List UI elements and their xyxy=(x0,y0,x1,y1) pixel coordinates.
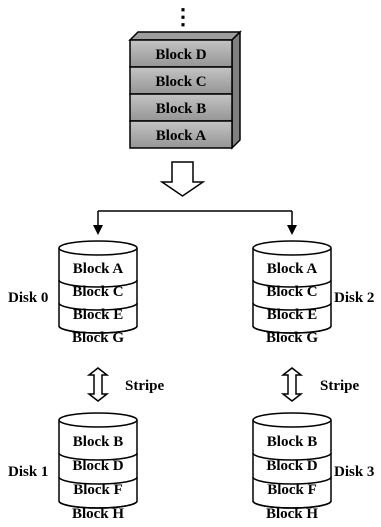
disk-block-label: Block E xyxy=(267,307,317,323)
disk-0: Block A Block C Block E Block G xyxy=(58,240,138,346)
disk-block-label: Block D xyxy=(72,458,123,474)
stack-block: Block C xyxy=(129,66,233,95)
stack-block: Block B xyxy=(129,93,233,122)
disk-block-label: Block G xyxy=(266,330,318,346)
stack-block-label: Block B xyxy=(156,101,206,117)
down-arrow xyxy=(159,161,206,197)
stripe-arrow-left xyxy=(86,367,110,402)
branch-arrowhead-left xyxy=(93,225,103,235)
stripe-arrow-right xyxy=(280,367,304,402)
disk-block-label: Block C xyxy=(72,284,123,300)
stack-block-label: Block C xyxy=(155,74,206,90)
disk-block-label: Block H xyxy=(266,506,318,522)
disk-block-label: Block G xyxy=(72,330,124,346)
ellipsis: ⋮ xyxy=(172,4,194,29)
stack-block: Block D xyxy=(129,39,233,68)
stack-top-face xyxy=(128,31,242,41)
branch-connector xyxy=(97,210,293,227)
disk-block-label: Block C xyxy=(266,284,317,300)
disk-3: Block B Block D Block F Block H xyxy=(252,412,332,522)
stripe-label: Stripe xyxy=(125,378,165,394)
top-block-stack: ⋮ Block D Block C Block B Block A xyxy=(128,4,242,150)
disk-block-label: Block E xyxy=(73,307,123,323)
disk-label: Disk 1 xyxy=(8,464,48,480)
stack-side-face xyxy=(231,30,241,150)
branch-arrowhead-right xyxy=(287,225,297,235)
stack-block-label: Block A xyxy=(156,128,207,144)
disk-block-label: Block H xyxy=(72,506,124,522)
disk-block-label: Block F xyxy=(73,482,123,498)
disk-block-label: Block F xyxy=(267,482,317,498)
disk-block-label: Block D xyxy=(266,458,317,474)
stripe-label: Stripe xyxy=(320,378,360,394)
disk-block-label: Block B xyxy=(73,434,123,450)
disk-label: Disk 3 xyxy=(334,464,374,480)
disk-block-label: Block B xyxy=(267,434,317,450)
disk-label: Disk 2 xyxy=(334,290,374,306)
disk-2: Block A Block C Block E Block G xyxy=(252,240,332,346)
disk-block-label: Block A xyxy=(267,261,318,277)
stack-block: Block A xyxy=(129,120,233,149)
stack-block-label: Block D xyxy=(155,47,206,63)
disk-1: Block B Block D Block F Block H xyxy=(58,412,138,522)
disk-label: Disk 0 xyxy=(8,290,48,306)
disk-block-label: Block A xyxy=(73,261,124,277)
